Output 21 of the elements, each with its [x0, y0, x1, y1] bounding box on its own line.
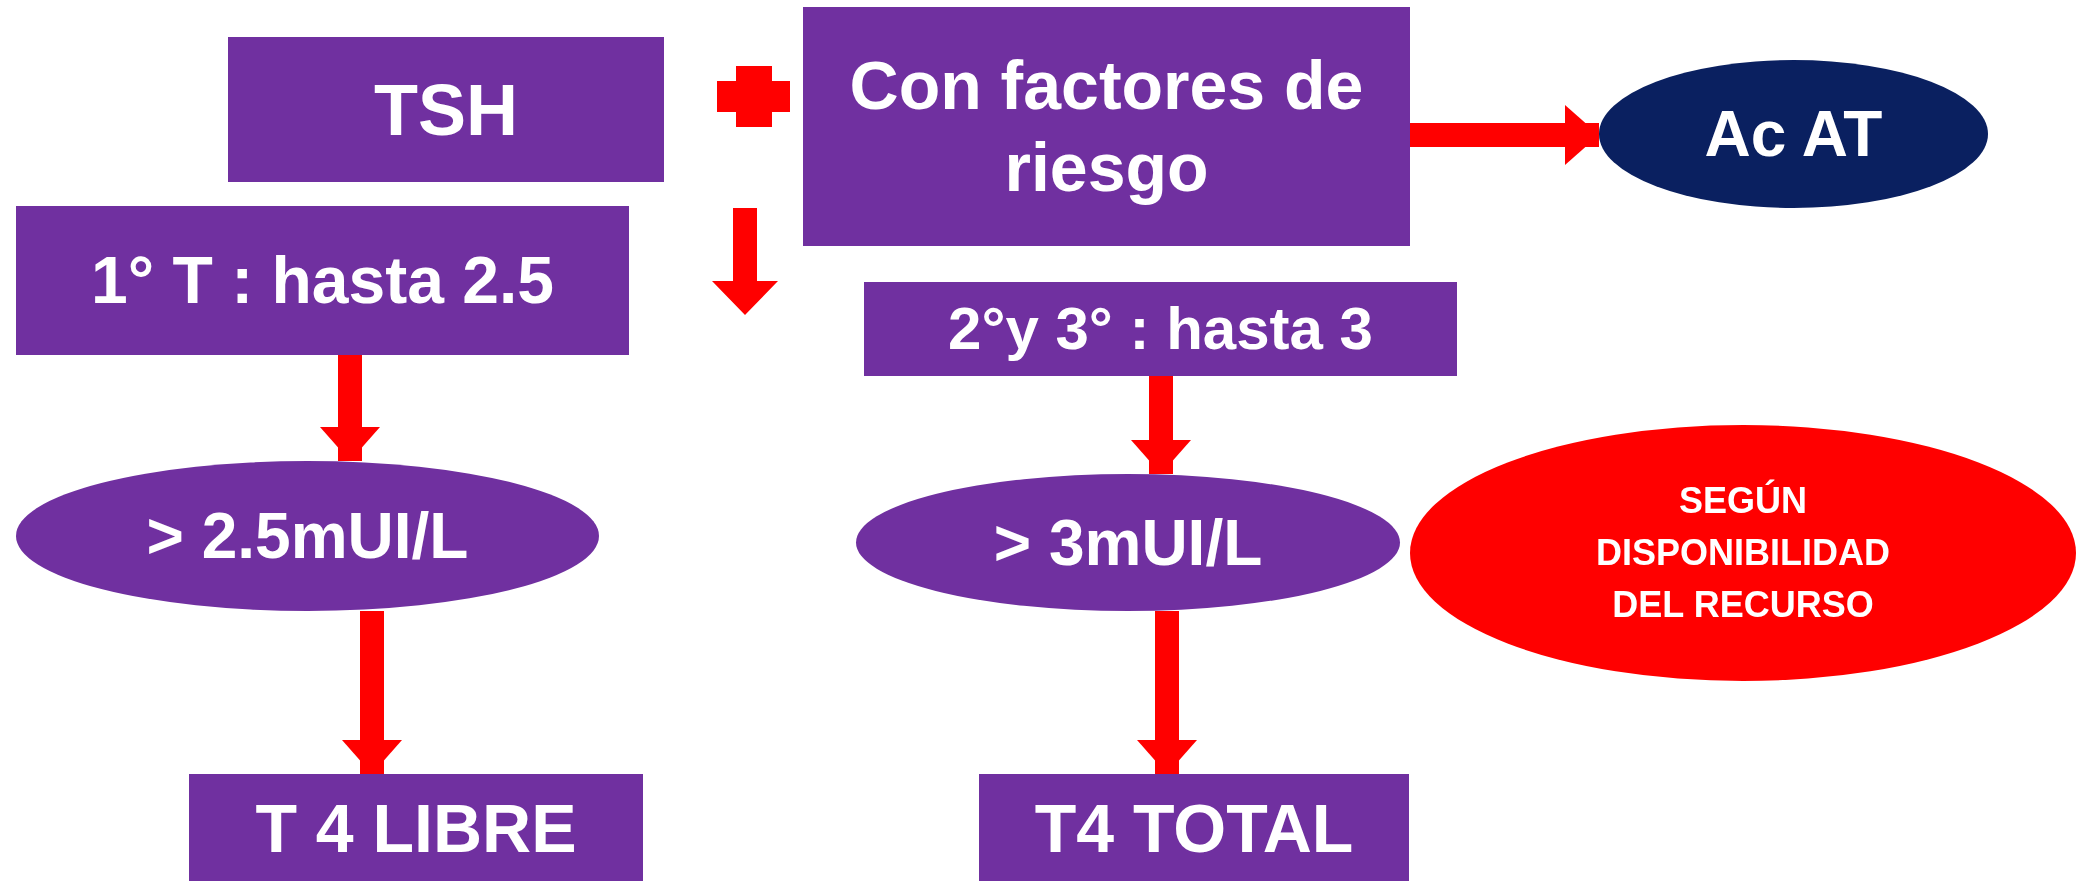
node-label: 1° T : hasta 2.5: [91, 242, 554, 319]
node-label: > 3mUI/L: [993, 505, 1263, 581]
node-label: 2°y 3° : hasta 3: [948, 294, 1373, 364]
process-box: [979, 774, 1409, 881]
process-box: [803, 7, 1410, 246]
node-label: T4 TOTAL: [1034, 788, 1354, 868]
node-label: Con factores de riesgo: [848, 45, 1365, 207]
node-label: > 2.5mUI/L: [146, 499, 469, 574]
process-box: [864, 282, 1457, 376]
node-label: TSH: [374, 68, 518, 152]
process-box: [228, 37, 664, 182]
block-arrow: [1410, 105, 1599, 165]
process-box: [189, 774, 643, 881]
process-box: [16, 206, 629, 355]
block-arrow: [1131, 376, 1191, 474]
block-arrow: [320, 355, 380, 461]
block-arrow: [1137, 611, 1197, 774]
node-label: SEGÚN DISPONIBILIDAD DEL RECURSO: [1596, 478, 1890, 628]
node-label: Ac AT: [1704, 97, 1883, 172]
block-arrow: [342, 611, 402, 774]
node-label: T 4 LIBRE: [255, 788, 577, 868]
